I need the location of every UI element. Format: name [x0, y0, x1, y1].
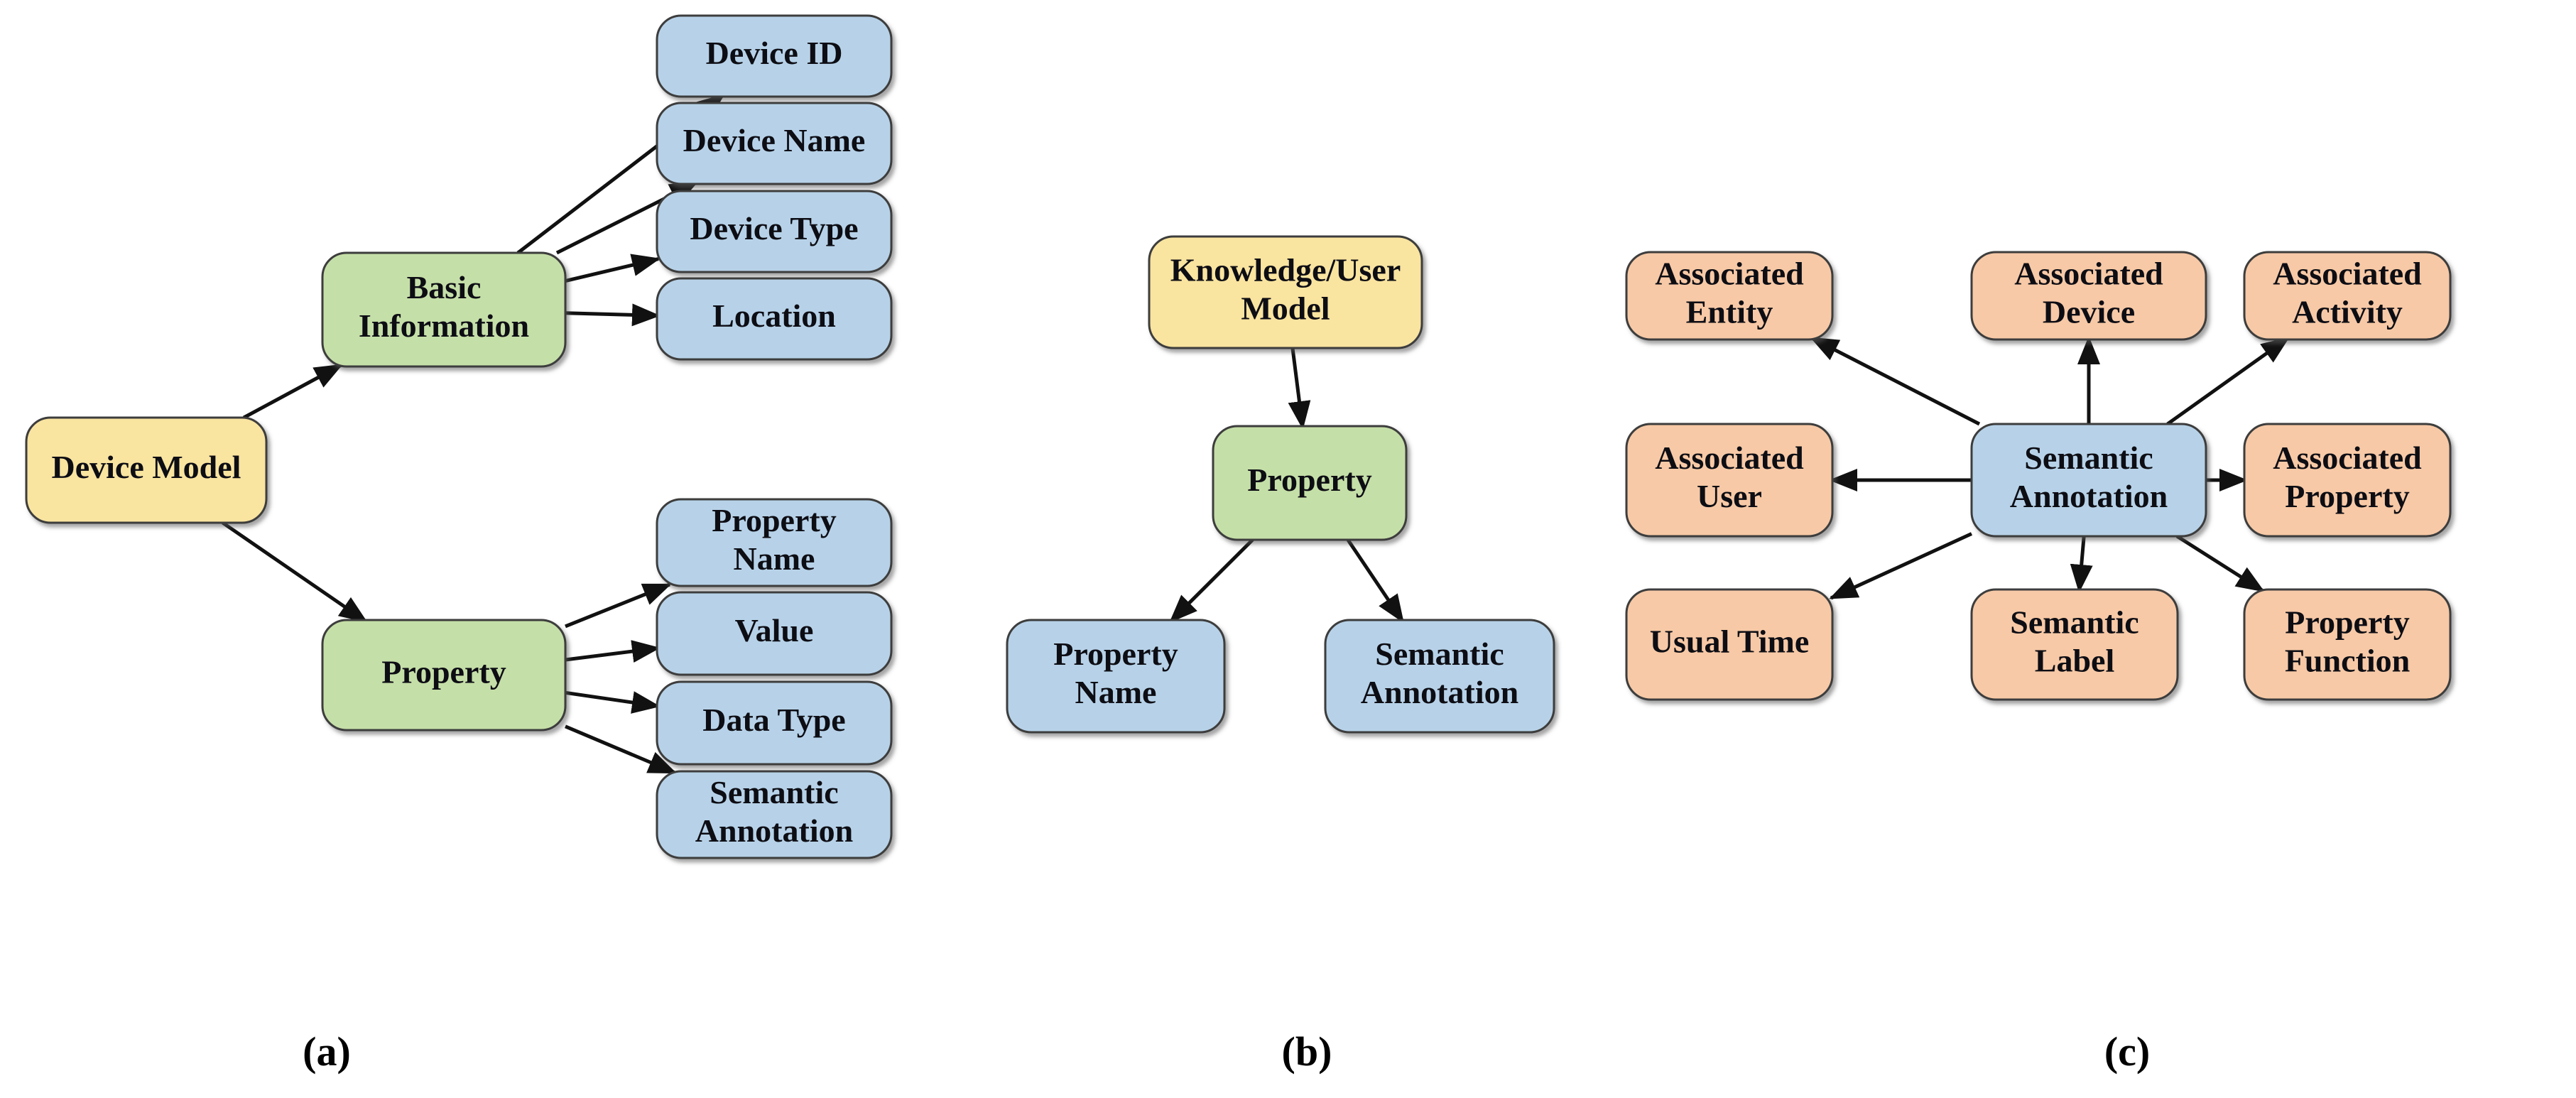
edge-knowledge-user-model-to-property-b: [1288, 347, 1311, 430]
node-property-b[interactable]: Property: [1212, 425, 1408, 541]
node-label-value: Value: [735, 612, 814, 648]
edge-semantic-annotation-c-to-associated-entity: [1810, 336, 1981, 426]
node-label-device-name: Device Name: [683, 122, 866, 158]
node-shape-associated-property: [2243, 423, 2452, 538]
node-shape-property-a: [321, 619, 567, 732]
caption-b: (b): [1282, 1028, 1332, 1075]
caption-c: (c): [2104, 1028, 2150, 1075]
node-label-data-type: Data Type: [702, 702, 845, 738]
node-shape-property-name-a: [656, 498, 893, 587]
edge-property-a-to-property-name-a: [565, 582, 672, 629]
node-data-type[interactable]: Data Type: [656, 680, 893, 766]
caption-a: (a): [303, 1028, 351, 1075]
node-shape-value: [656, 591, 893, 676]
node-label-usual-time: Usual Time: [1650, 623, 1810, 659]
node-shape-device-id: [656, 14, 893, 98]
node-shape-basic-information: [321, 251, 567, 368]
node-label-device-model: Device Model: [52, 449, 241, 485]
node-label-device-type: Device Type: [690, 210, 858, 246]
node-shape-device-type: [656, 190, 893, 273]
edge-semantic-annotation-c-to-property-function: [2175, 534, 2265, 593]
edge-basic-information-to-device-type: [565, 254, 661, 283]
node-device-type[interactable]: Device Type: [656, 190, 893, 273]
node-value[interactable]: Value: [656, 591, 893, 676]
edge-property-b-to-semantic-annotation-b: [1346, 538, 1405, 624]
node-shape-semantic-label: [1970, 588, 2179, 701]
node-device-name[interactable]: Device Name: [656, 102, 893, 185]
node-shape-property-function: [2243, 588, 2452, 701]
node-shape-associated-device: [1970, 251, 2207, 341]
node-device-id[interactable]: Device ID: [656, 14, 893, 98]
node-label-device-id: Device ID: [706, 35, 843, 71]
node-device-model[interactable]: Device Model: [25, 416, 268, 524]
edge-property-b-to-property-name-b: [1169, 538, 1254, 624]
node-shape-device-name: [656, 102, 893, 185]
edge-property-a-to-semantic-annotation-a: [565, 724, 678, 775]
edges-layer: [222, 94, 2290, 775]
node-shape-semantic-annotation-c: [1970, 423, 2207, 538]
node-shape-semantic-annotation-b: [1324, 619, 1555, 734]
node-shape-associated-activity: [2243, 251, 2452, 341]
node-shape-semantic-annotation-a: [656, 770, 893, 859]
edge-property-a-to-value: [565, 640, 661, 663]
edge-semantic-annotation-c-to-semantic-label: [2070, 536, 2093, 593]
node-shape-data-type: [656, 680, 893, 766]
node-usual-time[interactable]: Usual Time: [1625, 588, 1834, 701]
node-label-property-b: Property: [1247, 462, 1371, 498]
edge-device-model-to-property-a: [222, 521, 368, 624]
node-property-a[interactable]: Property: [321, 619, 567, 732]
edge-semantic-annotation-c-to-associated-activity: [2166, 336, 2290, 426]
node-shape-device-model: [25, 416, 268, 524]
node-label-property-a: Property: [381, 653, 506, 690]
node-shape-usual-time: [1625, 588, 1834, 701]
node-location[interactable]: Location: [656, 277, 893, 361]
edge-device-model-to-basic-information: [243, 363, 344, 420]
node-shape-associated-entity: [1625, 251, 1834, 341]
node-shape-associated-user: [1625, 423, 1834, 538]
node-shape-location: [656, 277, 893, 361]
captions-layer: (a) (b) (c): [303, 1028, 2150, 1075]
node-shape-property-b: [1212, 425, 1408, 541]
edge-basic-information-to-location: [565, 303, 661, 327]
node-label-location: Location: [712, 298, 836, 334]
edge-property-a-to-data-type: [565, 690, 661, 714]
node-shape-knowledge-user-model: [1148, 235, 1423, 349]
node-shape-property-name-b: [1006, 619, 1226, 734]
edge-semantic-annotation-c-to-usual-time: [1829, 532, 1973, 600]
